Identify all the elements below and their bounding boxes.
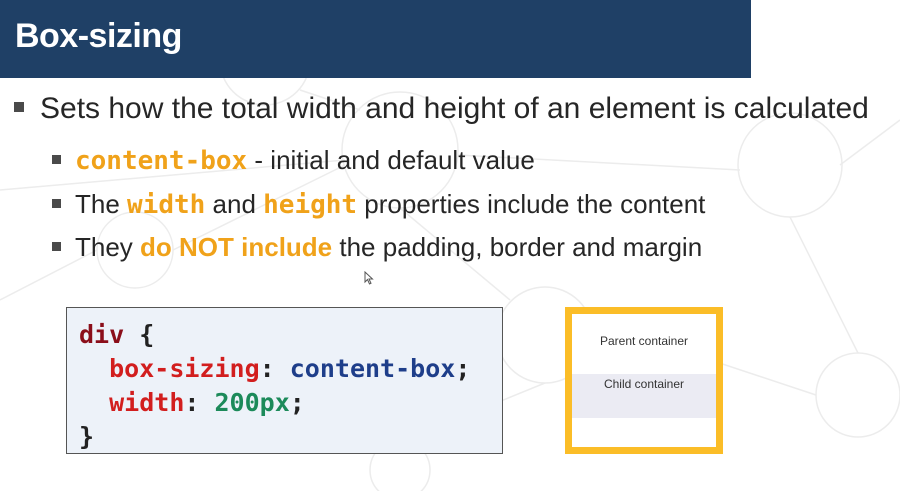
code-selector: div [79,320,125,349]
code-value-content-box: content-box [289,354,456,383]
code-colon: : [184,388,200,417]
sub-bullet-not-include: They do NOT include the padding, border … [52,232,702,263]
code-value-200px: 200px [214,388,290,417]
child-container-label: Child container [603,377,685,391]
code-prop-box-sizing: box-sizing [109,354,260,383]
title-bar: Box-sizing [0,0,751,78]
bullet-square-icon [52,154,61,164]
mouse-cursor-icon [364,271,374,285]
sub-bullet-content-box: content-box - initial and default value [52,145,535,176]
sub-bullet-suffix: properties include the content [357,189,706,219]
code-semicolon: ; [289,388,305,417]
sub-bullet-prefix: The [75,189,128,219]
emphasis-do-not-include: do NOT include [140,232,333,262]
bullet-main-text: Sets how the total width and height of a… [40,92,869,125]
code-block: div { box-sizing: content-box; width: 20… [79,318,470,454]
code-height: height [263,190,358,220]
box-model-demo: Parent container Child container [565,307,723,454]
code-content-box: content-box [75,146,248,176]
code-open-brace: { [139,320,155,349]
bullet-main: Sets how the total width and height of a… [14,92,869,126]
sub-bullet-suffix: the padding, border and margin [332,232,703,262]
bullet-square-icon [14,102,24,113]
parent-container: Parent container Child container [572,314,716,447]
code-prop-width: width [109,388,185,417]
sub-bullet-prefix: They [75,232,141,262]
code-colon: : [259,354,275,383]
slide-title: Box-sizing [15,17,182,55]
parent-container-label: Parent container [599,334,689,348]
child-container: Child container [572,374,716,418]
sub-bullet-mid: and [205,189,264,219]
bullet-square-icon [52,198,61,208]
sub-bullet-text: - initial and default value [247,145,535,175]
code-semicolon: ; [455,354,471,383]
code-close-brace: } [79,422,95,451]
bullet-square-icon [52,241,61,251]
code-example-box: div { box-sizing: content-box; width: 20… [66,307,503,454]
sub-bullet-width-height: The width and height properties include … [52,189,705,220]
code-width: width [127,190,206,220]
